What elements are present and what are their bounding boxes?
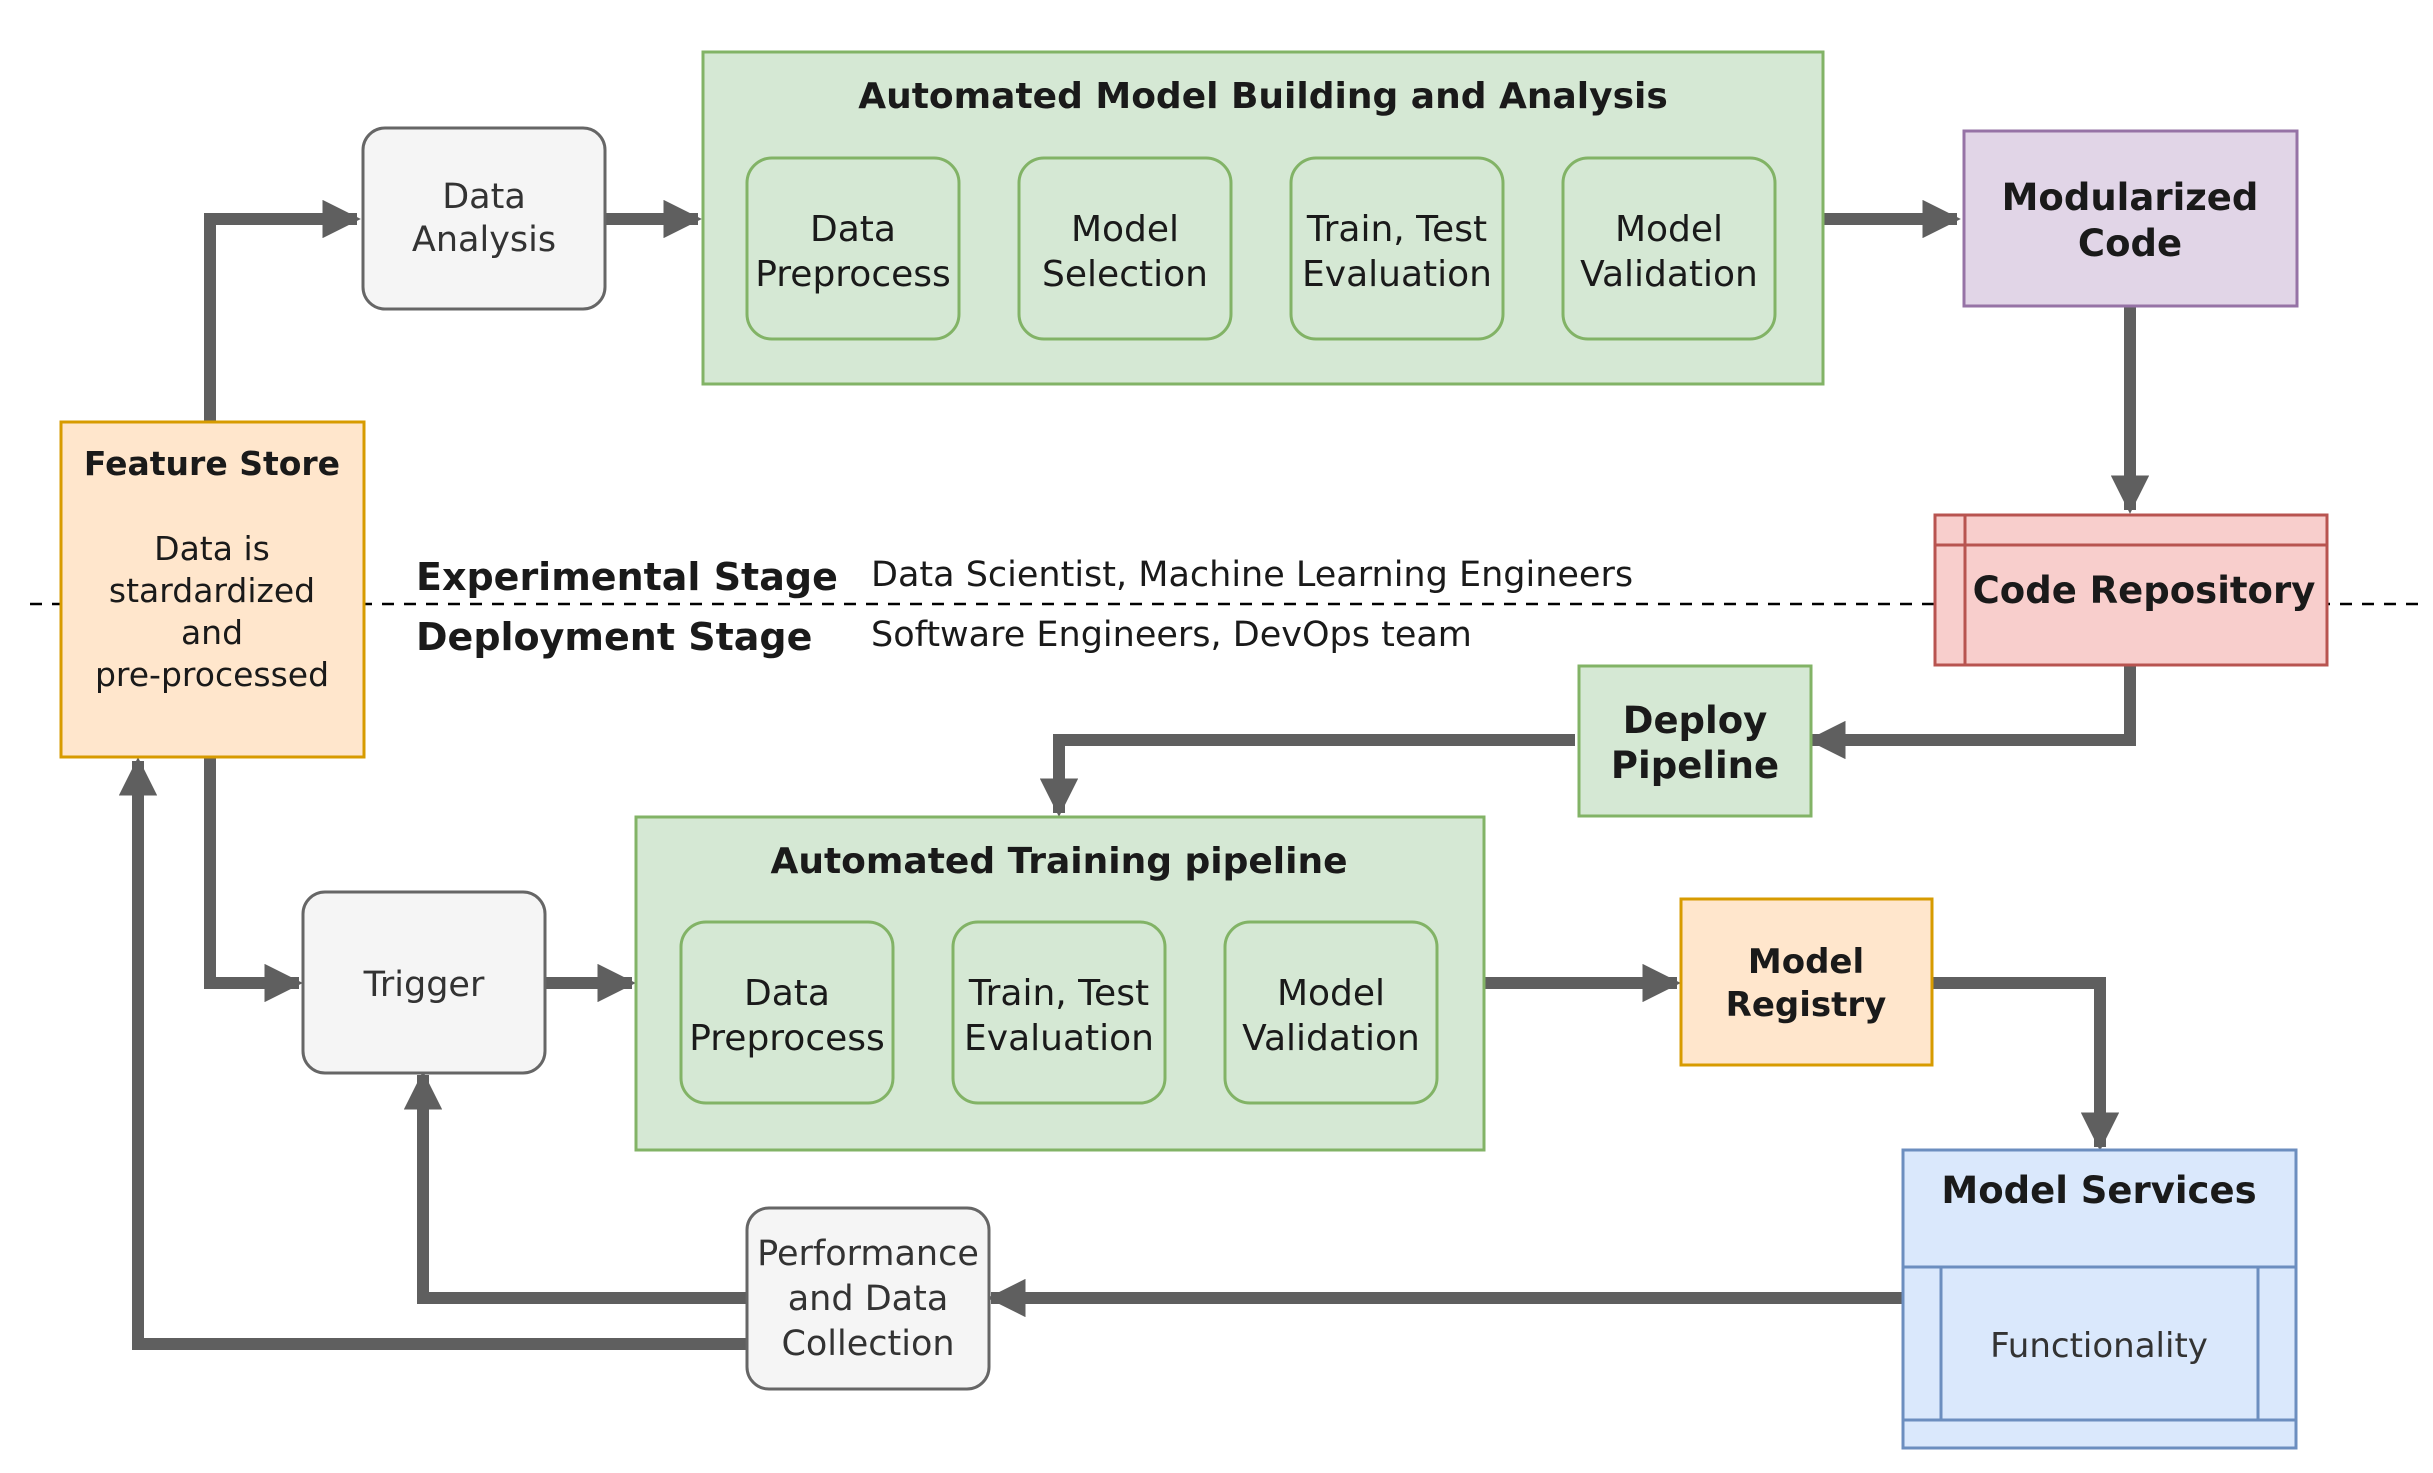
model-services-functionality: Functionality	[1990, 1326, 2208, 1366]
performance-line-1: Performance	[757, 1234, 979, 1274]
deploy-pipeline-line-1: Deploy	[1623, 699, 1768, 742]
training-step-2-line-2: Evaluation	[964, 1018, 1154, 1059]
performance-line-2: and Data	[788, 1279, 949, 1319]
experimental-roles-label: Data Scientist, Machine Learning Enginee…	[871, 555, 1633, 595]
trigger-box: Trigger	[301, 890, 547, 1075]
building-step-2-line-1: Model	[1071, 209, 1179, 250]
arrow-registry-to-services	[1932, 977, 2120, 1151]
building-step-4-line-1: Model	[1615, 209, 1723, 250]
arrow-repository-to-deploy	[1807, 665, 2136, 760]
deployment-roles-label: Software Engineers, DevOps team	[871, 615, 1472, 655]
feature-store-title: Feature Store	[84, 444, 340, 483]
performance-collection-box: Performance and Data Collection	[745, 1206, 991, 1391]
code-repository-box: Code Repository	[1933, 513, 2329, 667]
deploy-pipeline-line-2: Pipeline	[1611, 744, 1779, 787]
performance-line-3: Collection	[781, 1324, 954, 1364]
training-step-data-preprocess: Data Preprocess	[679, 920, 895, 1105]
training-step-model-validation: Model Validation	[1223, 920, 1439, 1105]
training-step-3-line-1: Model	[1277, 973, 1385, 1014]
arrow-performance-to-featurestore	[118, 757, 747, 1350]
building-step-3-line-2: Evaluation	[1302, 254, 1492, 295]
arrow-deploy-to-training	[1039, 734, 1575, 817]
stage-labels: Experimental Stage Data Scientist, Machi…	[416, 555, 1633, 659]
data-analysis-line-2: Analysis	[412, 220, 556, 260]
data-analysis-line-1: Data	[442, 177, 526, 217]
deployment-stage-label: Deployment Stage	[416, 615, 812, 659]
connectors	[118, 199, 2150, 1350]
training-step-3-line-2: Validation	[1242, 1018, 1420, 1059]
building-step-4-line-2: Validation	[1580, 254, 1758, 295]
training-step-1-line-1: Data	[744, 973, 830, 1014]
building-step-3-line-1: Train, Test	[1306, 209, 1487, 250]
training-pipeline-title: Automated Training pipeline	[770, 841, 1347, 882]
modularized-code-box: Modularized Code	[1962, 129, 2299, 308]
modularized-code-line-2: Code	[2078, 222, 2182, 265]
feature-store-line-3: and	[181, 613, 243, 652]
training-step-2-line-1: Train, Test	[968, 973, 1149, 1014]
building-step-model-validation: Model Validation	[1561, 156, 1777, 341]
data-analysis-box: Data Analysis	[361, 126, 607, 311]
model-registry-line-2: Registry	[1726, 985, 1887, 1025]
model-services-box: Model Services Functionality	[1901, 1148, 2298, 1450]
arrow-featurestore-to-analysis	[204, 199, 361, 422]
building-step-1-line-1: Data	[810, 209, 896, 250]
arrow-featurestore-to-trigger	[204, 757, 303, 1003]
arrow-performance-to-trigger	[403, 1071, 747, 1304]
feature-store-line-1: Data is	[154, 529, 270, 568]
model-services-title: Model Services	[1941, 1169, 2256, 1212]
training-step-train-test: Train, Test Evaluation	[951, 920, 1167, 1105]
training-pipeline-container: Automated Training pipeline Data Preproc…	[634, 815, 1486, 1152]
modularized-code-line-1: Modularized	[2002, 176, 2259, 219]
building-step-train-test: Train, Test Evaluation	[1289, 156, 1505, 341]
trigger-label: Trigger	[363, 965, 485, 1005]
model-building-container: Automated Model Building and Analysis Da…	[701, 50, 1825, 386]
experimental-stage-label: Experimental Stage	[416, 555, 838, 599]
training-step-1-line-2: Preprocess	[689, 1018, 885, 1059]
model-building-title: Automated Model Building and Analysis	[858, 76, 1668, 117]
building-step-model-selection: Model Selection	[1017, 156, 1233, 341]
feature-store-line-4: pre-processed	[95, 655, 329, 694]
model-registry-box: Model Registry	[1679, 897, 1934, 1067]
building-step-data-preprocess: Data Preprocess	[745, 156, 961, 341]
feature-store-box: Feature Store Data is stardardized and p…	[59, 420, 366, 759]
building-step-1-line-2: Preprocess	[755, 254, 951, 295]
deploy-pipeline-box: Deploy Pipeline	[1577, 664, 1813, 818]
feature-store-line-2: stardardized	[109, 571, 315, 610]
building-step-2-line-2: Selection	[1042, 254, 1208, 295]
model-registry-line-1: Model	[1748, 942, 1864, 982]
code-repository-label: Code Repository	[1973, 569, 2316, 612]
